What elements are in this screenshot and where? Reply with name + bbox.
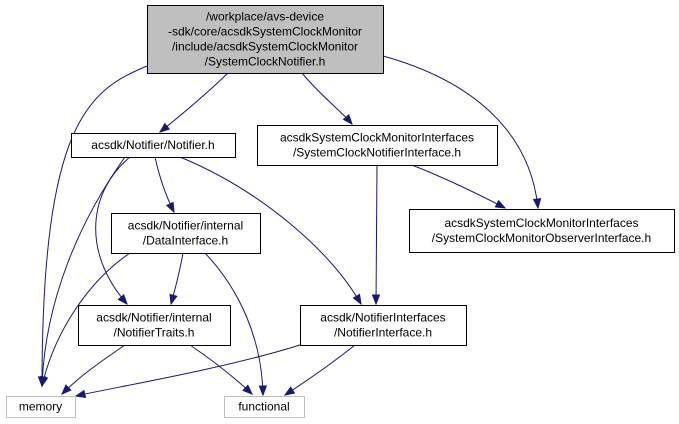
node-label-line: /SystemClockNotifierInterface.h bbox=[293, 146, 461, 160]
node-root[interactable]: /workplace/avs-device-sdk/core/acsdkSyst… bbox=[147, 5, 384, 74]
node-box bbox=[78, 305, 231, 346]
node-label-line: /workplace/avs-device bbox=[206, 10, 324, 24]
node-label-line: acsdk/Notifier/internal bbox=[96, 311, 211, 325]
edge-data-iface-to-memory bbox=[40, 252, 131, 388]
arrowhead-icon bbox=[61, 384, 72, 395]
node-box bbox=[111, 213, 261, 254]
node-label-line: acsdk/Notifier/Notifier.h bbox=[91, 138, 214, 152]
edge-line bbox=[301, 72, 353, 125]
node-label-line: /SystemClockNotifier.h bbox=[205, 55, 326, 69]
arrowhead-icon bbox=[352, 293, 362, 306]
edge-notifier-iface-to-observer-iface bbox=[411, 164, 507, 209]
arrowhead-icon bbox=[117, 294, 128, 306]
node-box bbox=[409, 209, 675, 253]
nodes-layer: /workplace/avs-device-sdk/core/acsdkSyst… bbox=[6, 5, 675, 418]
node-box bbox=[6, 396, 76, 418]
edge-line bbox=[159, 72, 229, 133]
edge-notifier-to-memory bbox=[38, 156, 126, 388]
edge-notifier-traits-to-functional bbox=[189, 344, 254, 395]
arrowhead-icon bbox=[40, 375, 49, 388]
edge-notifier-iface-to-notifier-interfaces bbox=[371, 164, 381, 306]
node-label-line: /NotifierInterface.h bbox=[334, 326, 432, 340]
edge-line bbox=[41, 156, 126, 387]
edge-root-to-observer-iface bbox=[382, 55, 542, 210]
node-label-line: acsdkSystemClockMonitorInterfaces bbox=[444, 216, 638, 230]
node-label-line: /SystemClockMonitorObserverInterface.h bbox=[432, 231, 651, 245]
node-memory: memory bbox=[6, 396, 76, 418]
node-observer-iface[interactable]: acsdkSystemClockMonitorInterfaces/System… bbox=[409, 209, 675, 253]
node-box bbox=[71, 133, 236, 158]
edge-line bbox=[95, 156, 131, 305]
arrowhead-icon bbox=[158, 122, 171, 133]
node-box bbox=[300, 305, 467, 346]
edge-notifier-interfaces-to-memory bbox=[74, 344, 301, 398]
arrowhead-icon bbox=[74, 389, 87, 398]
node-label-line: acsdk/NotifierInterfaces bbox=[320, 311, 445, 325]
edge-line bbox=[284, 344, 356, 396]
edge-root-to-notifier-iface bbox=[301, 72, 353, 126]
node-box bbox=[224, 396, 305, 418]
node-box bbox=[147, 5, 384, 74]
edge-notifier-traits-to-memory bbox=[61, 344, 126, 395]
arrowhead-icon bbox=[342, 114, 353, 126]
node-box bbox=[257, 125, 498, 166]
node-label-line: acsdk/Notifier/internal bbox=[128, 219, 243, 233]
edge-notifier-to-notifier-traits bbox=[95, 156, 131, 306]
edge-line bbox=[61, 344, 126, 395]
edge-line bbox=[204, 252, 264, 396]
edge-data-iface-to-functional bbox=[204, 252, 268, 397]
node-label-line: /include/acsdkSystemClockMonitor bbox=[172, 40, 358, 54]
edge-line bbox=[411, 164, 506, 209]
node-label-line: memory bbox=[19, 400, 62, 414]
edge-line bbox=[382, 55, 539, 209]
edge-root-to-notifier bbox=[158, 72, 229, 133]
arrowhead-icon bbox=[283, 386, 296, 396]
edges-layer bbox=[37, 55, 542, 398]
node-label-line: acsdkSystemClockMonitorInterfaces bbox=[280, 131, 474, 145]
edge-notifier-to-notifier-interfaces bbox=[179, 156, 362, 306]
node-data-iface[interactable]: acsdk/Notifier/internal/DataInterface.h bbox=[111, 213, 261, 254]
node-label-line: /DataInterface.h bbox=[143, 234, 228, 248]
arrowhead-icon bbox=[169, 293, 178, 306]
node-notifier-traits[interactable]: acsdk/Notifier/internal/NotifierTraits.h bbox=[78, 305, 231, 346]
node-notifier-interfaces[interactable]: acsdk/NotifierInterfaces/NotifierInterfa… bbox=[300, 305, 467, 346]
arrowhead-icon bbox=[371, 294, 381, 306]
edge-notifier-to-data-iface bbox=[154, 156, 175, 214]
node-notifier[interactable]: acsdk/Notifier/Notifier.h bbox=[71, 133, 236, 158]
node-notifier-iface[interactable]: acsdkSystemClockMonitorInterfaces/System… bbox=[257, 125, 498, 166]
edge-line bbox=[179, 156, 362, 305]
edge-notifier-interfaces-to-functional bbox=[283, 344, 356, 396]
edge-line bbox=[375, 164, 378, 305]
arrowhead-icon bbox=[494, 199, 507, 209]
arrowhead-icon bbox=[165, 201, 175, 214]
edge-line bbox=[75, 344, 301, 397]
node-functional: functional bbox=[224, 396, 305, 418]
node-label-line: -sdk/core/acsdkSystemClockMonitor bbox=[168, 25, 362, 39]
arrowhead-icon bbox=[242, 384, 254, 395]
arrowhead-icon bbox=[532, 198, 542, 210]
edge-data-iface-to-notifier-traits bbox=[169, 252, 184, 306]
edge-line bbox=[41, 252, 131, 387]
node-label-line: functional bbox=[238, 400, 289, 414]
node-label-line: /NotifierTraits.h bbox=[114, 326, 195, 340]
arrowhead-icon bbox=[258, 385, 268, 397]
edge-line bbox=[189, 344, 253, 395]
